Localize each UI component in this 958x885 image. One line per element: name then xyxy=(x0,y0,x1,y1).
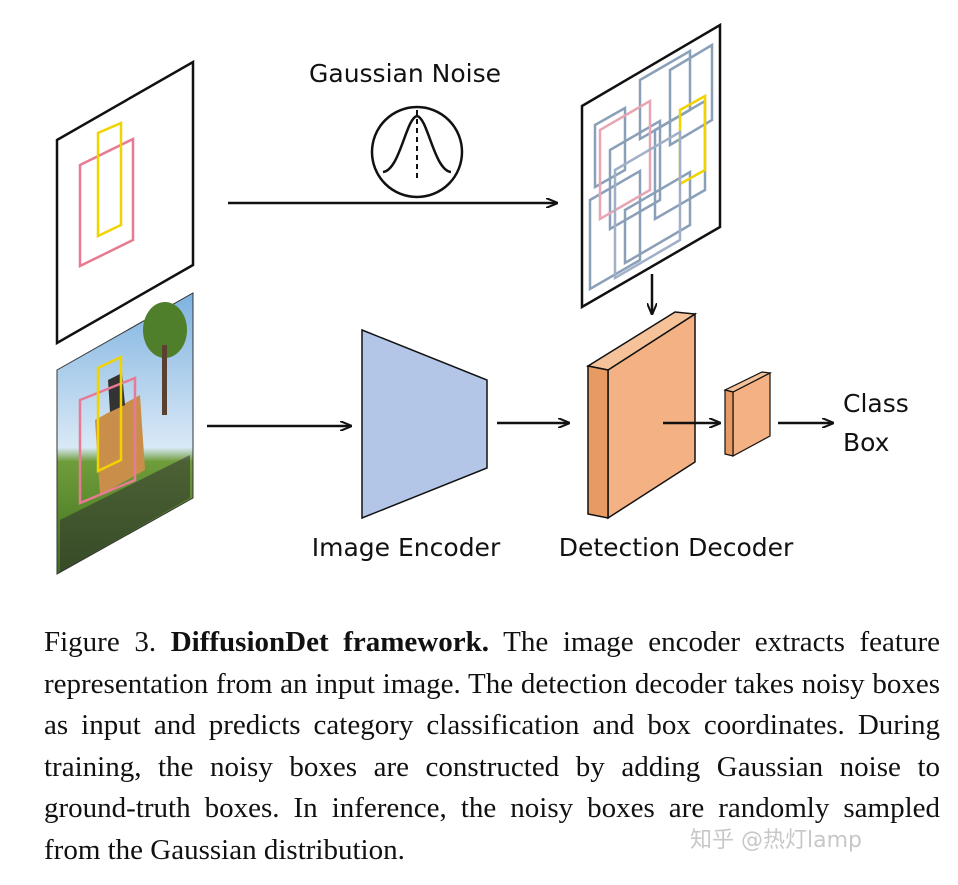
gaussian-curve-icon xyxy=(370,105,464,199)
box-output-label: Box xyxy=(843,428,889,457)
framework-diagram: Gaussian Noise Image Encoder xyxy=(55,22,909,575)
class-output-label: Class xyxy=(843,389,909,418)
image-encoder-block xyxy=(361,328,488,520)
figure-label: Figure 3. xyxy=(44,626,157,658)
image-encoder-label: Image Encoder xyxy=(312,533,501,562)
figure-caption: Figure 3. DiffusionDet framework. The im… xyxy=(44,622,940,871)
ground-truth-boxes-panel xyxy=(55,59,195,346)
detection-decoder-block xyxy=(585,311,698,520)
gaussian-noise-label: Gaussian Noise xyxy=(309,59,501,88)
prediction-head-block xyxy=(723,371,773,458)
input-image-panel xyxy=(56,292,194,575)
caption-title: DiffusionDet framework. xyxy=(170,626,489,658)
caption-text: The image encoder extracts feature repre… xyxy=(44,626,940,866)
watermark-text: 知乎 @热灯lamp xyxy=(690,828,862,853)
detection-decoder-label: Detection Decoder xyxy=(559,533,794,562)
noisy-boxes-panel xyxy=(580,22,722,310)
